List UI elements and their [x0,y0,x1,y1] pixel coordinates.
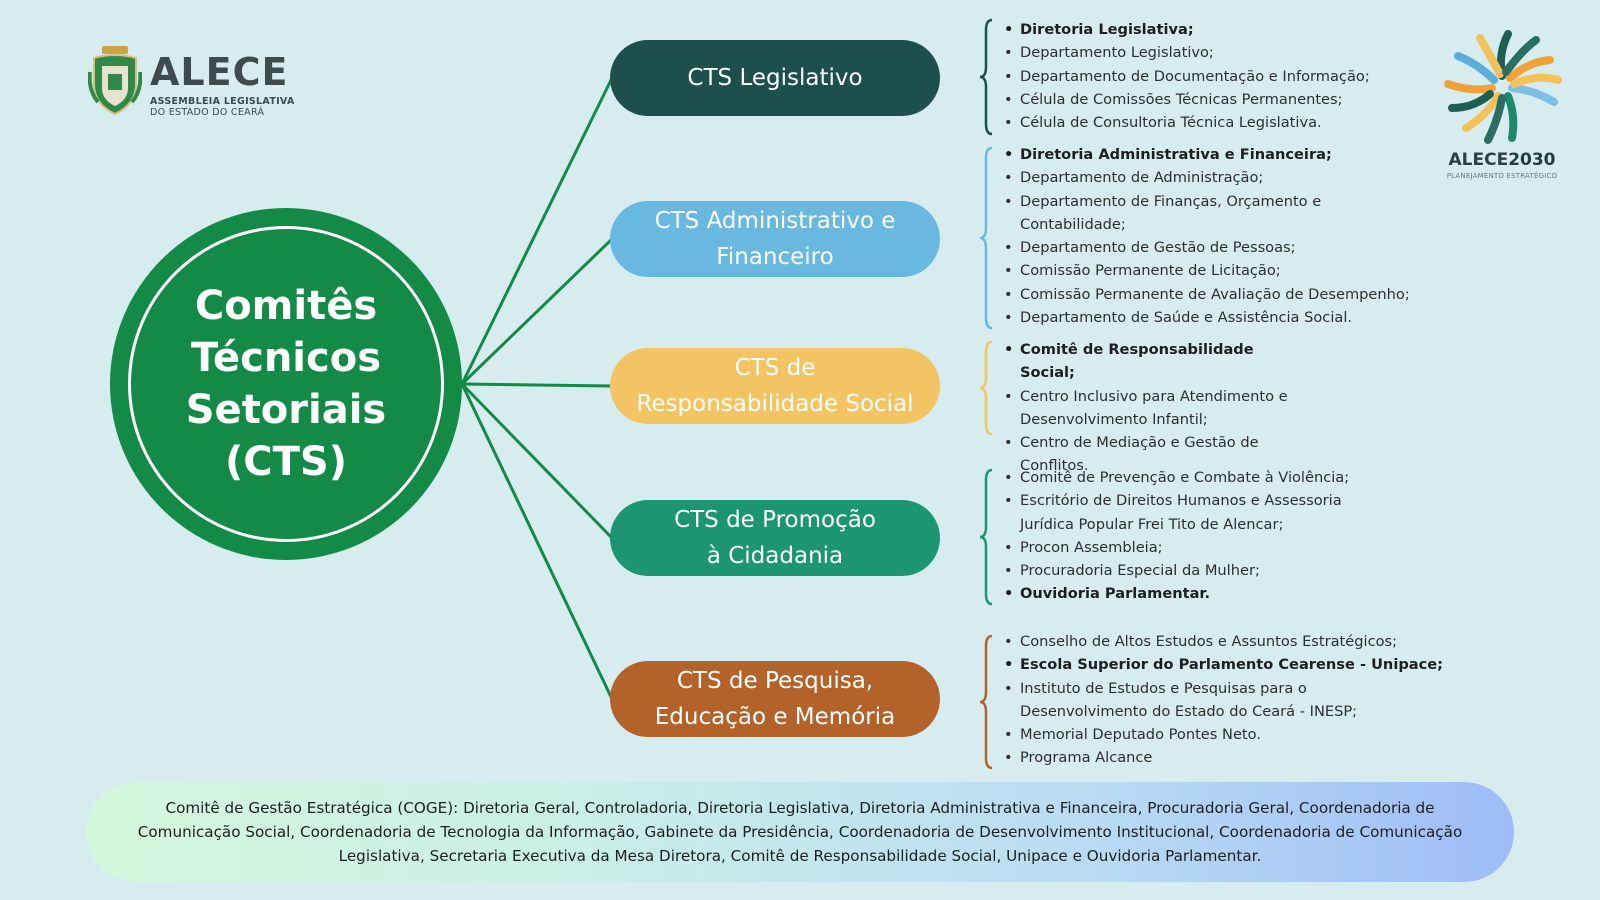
committee-label-line: Financeiro [716,244,834,270]
committee-label: CTS Administrativo e Financeiro [655,203,896,275]
list-item: Comitê de Responsabilidade Social; [1002,338,1302,385]
connector-line [460,237,614,386]
committee-label-line: CTS Administrativo e [654,208,896,234]
list-item: Comissão Permanente de Avaliação de Dese… [1002,283,1442,307]
committee-label-line: Responsabilidade Social [636,391,914,417]
list-item: Escritório de Direitos Humanos e Assesso… [1002,489,1362,536]
committee-member-list: Comitê de Prevenção e Combate à Violênci… [1002,466,1362,606]
committee-member-list: Diretoria Administrativa e Financeira;De… [1002,143,1442,330]
connector-line [461,382,613,388]
list-item: Centro Inclusivo para Atendimento e Dese… [1002,385,1302,432]
logo-subtitle-line1: ASSEMBLEIA LEGISLATIVA [150,96,295,107]
committee-label-line: CTS de Pesquisa, [676,668,874,694]
logo-subtitle-line2: DO ESTADO DO CEARÁ [150,107,265,118]
committee-label: CTS Legislativo [687,60,862,96]
logo-brand: ALECE [150,50,289,94]
curly-brace-icon [979,468,993,606]
planning-logo: ALECE2030 PLANEJAMENTO ESTRATÉGICO [1432,24,1572,184]
main-title-line: Comitês [194,283,378,329]
main-title-line: Técnicos [191,335,381,381]
list-item: Célula de Comissões Técnicas Permanentes… [1002,88,1442,112]
committee-pill: CTS de Responsabilidade Social [610,348,940,424]
committee-label: CTS de Responsabilidade Social [636,350,913,422]
list-item: Instituto de Estudos e Pesquisas para o … [1002,677,1400,724]
committee-pill: CTS de Promoção à Cidadania [610,500,940,576]
planning-logo-subtitle: PLANEJAMENTO ESTRATÉGICO [1446,172,1558,180]
footer-banner: Comitê de Gestão Estratégica (COGE): Dir… [86,782,1514,882]
planning-logo-name: ALECE [1448,150,1509,170]
curly-brace-icon [979,18,993,136]
committee-pill: CTS de Pesquisa, Educação e Memória [610,661,940,737]
list-item: Célula de Consultoria Técnica Legislativ… [1002,111,1442,135]
alece-logo: ALECE ASSEMBLEIA LEGISLATIVA DO ESTADO D… [88,44,298,118]
list-item: Departamento de Administração; [1002,166,1442,190]
list-item: Departamento de Gestão de Pessoas; [1002,236,1442,260]
planning-logo-year: 2030 [1508,150,1556,170]
list-item: Conselho de Altos Estudos e Assuntos Est… [1002,630,1462,654]
list-item: Diretoria Administrativa e Financeira; [1002,143,1442,167]
committee-member-list: Conselho de Altos Estudos e Assuntos Est… [1002,630,1462,770]
curly-brace-icon [979,634,993,770]
committee-member-list: Comitê de Responsabilidade Social;Centro… [1002,338,1302,478]
curly-brace-icon [979,340,993,436]
committee-label-line: CTS de [734,355,816,381]
list-item: Memorial Deputado Pontes Neto. [1002,723,1462,747]
list-item: Departamento Legislativo; [1002,41,1442,65]
committee-label-line: à Cidadania [706,543,844,569]
list-item: Escola Superior do Parlamento Cearense -… [1002,653,1462,677]
footer-text: Comitê de Gestão Estratégica (COGE): Dir… [137,799,1463,865]
list-item: Procuradoria Especial da Mulher; [1002,559,1362,583]
radial-burst-icon [1444,30,1562,144]
connector-line [460,382,614,540]
list-item: Ouvidoria Parlamentar. [1002,582,1362,606]
committee-label-line: CTS de Promoção [674,507,876,533]
main-title-line: Setoriais [185,387,387,433]
connector-line [460,77,614,385]
committee-pill: CTS Administrativo e Financeiro [610,201,940,277]
list-item: Departamento de Documentação e Informaçã… [1002,65,1442,89]
curly-brace-icon [979,146,993,330]
committee-pill: CTS Legislativo [610,40,940,116]
committee-label-line: CTS Legislativo [687,65,863,91]
committee-label: CTS de Promoção à Cidadania [674,502,876,574]
committee-label: CTS de Pesquisa, Educação e Memória [655,663,895,735]
list-item: Procon Assembleia; [1002,536,1362,560]
list-item: Departamento de Saúde e Assistência Soci… [1002,306,1442,330]
connector-line [460,383,614,700]
list-item: Departamento de Finanças, Orçamento e Co… [1002,190,1350,237]
committee-member-list: Diretoria Legislativa;Departamento Legis… [1002,18,1442,135]
list-item: Diretoria Legislativa; [1002,18,1442,42]
coat-of-arms-icon [88,46,142,116]
planning-logo-title: ALECE2030 [1432,150,1572,170]
list-item: Programa Alcance [1002,746,1462,770]
committee-label-line: Educação e Memória [654,704,896,730]
list-item: Comitê de Prevenção e Combate à Violênci… [1002,466,1362,490]
list-item: Comissão Permanente de Licitação; [1002,259,1442,283]
main-title-line: (CTS) [224,439,347,485]
